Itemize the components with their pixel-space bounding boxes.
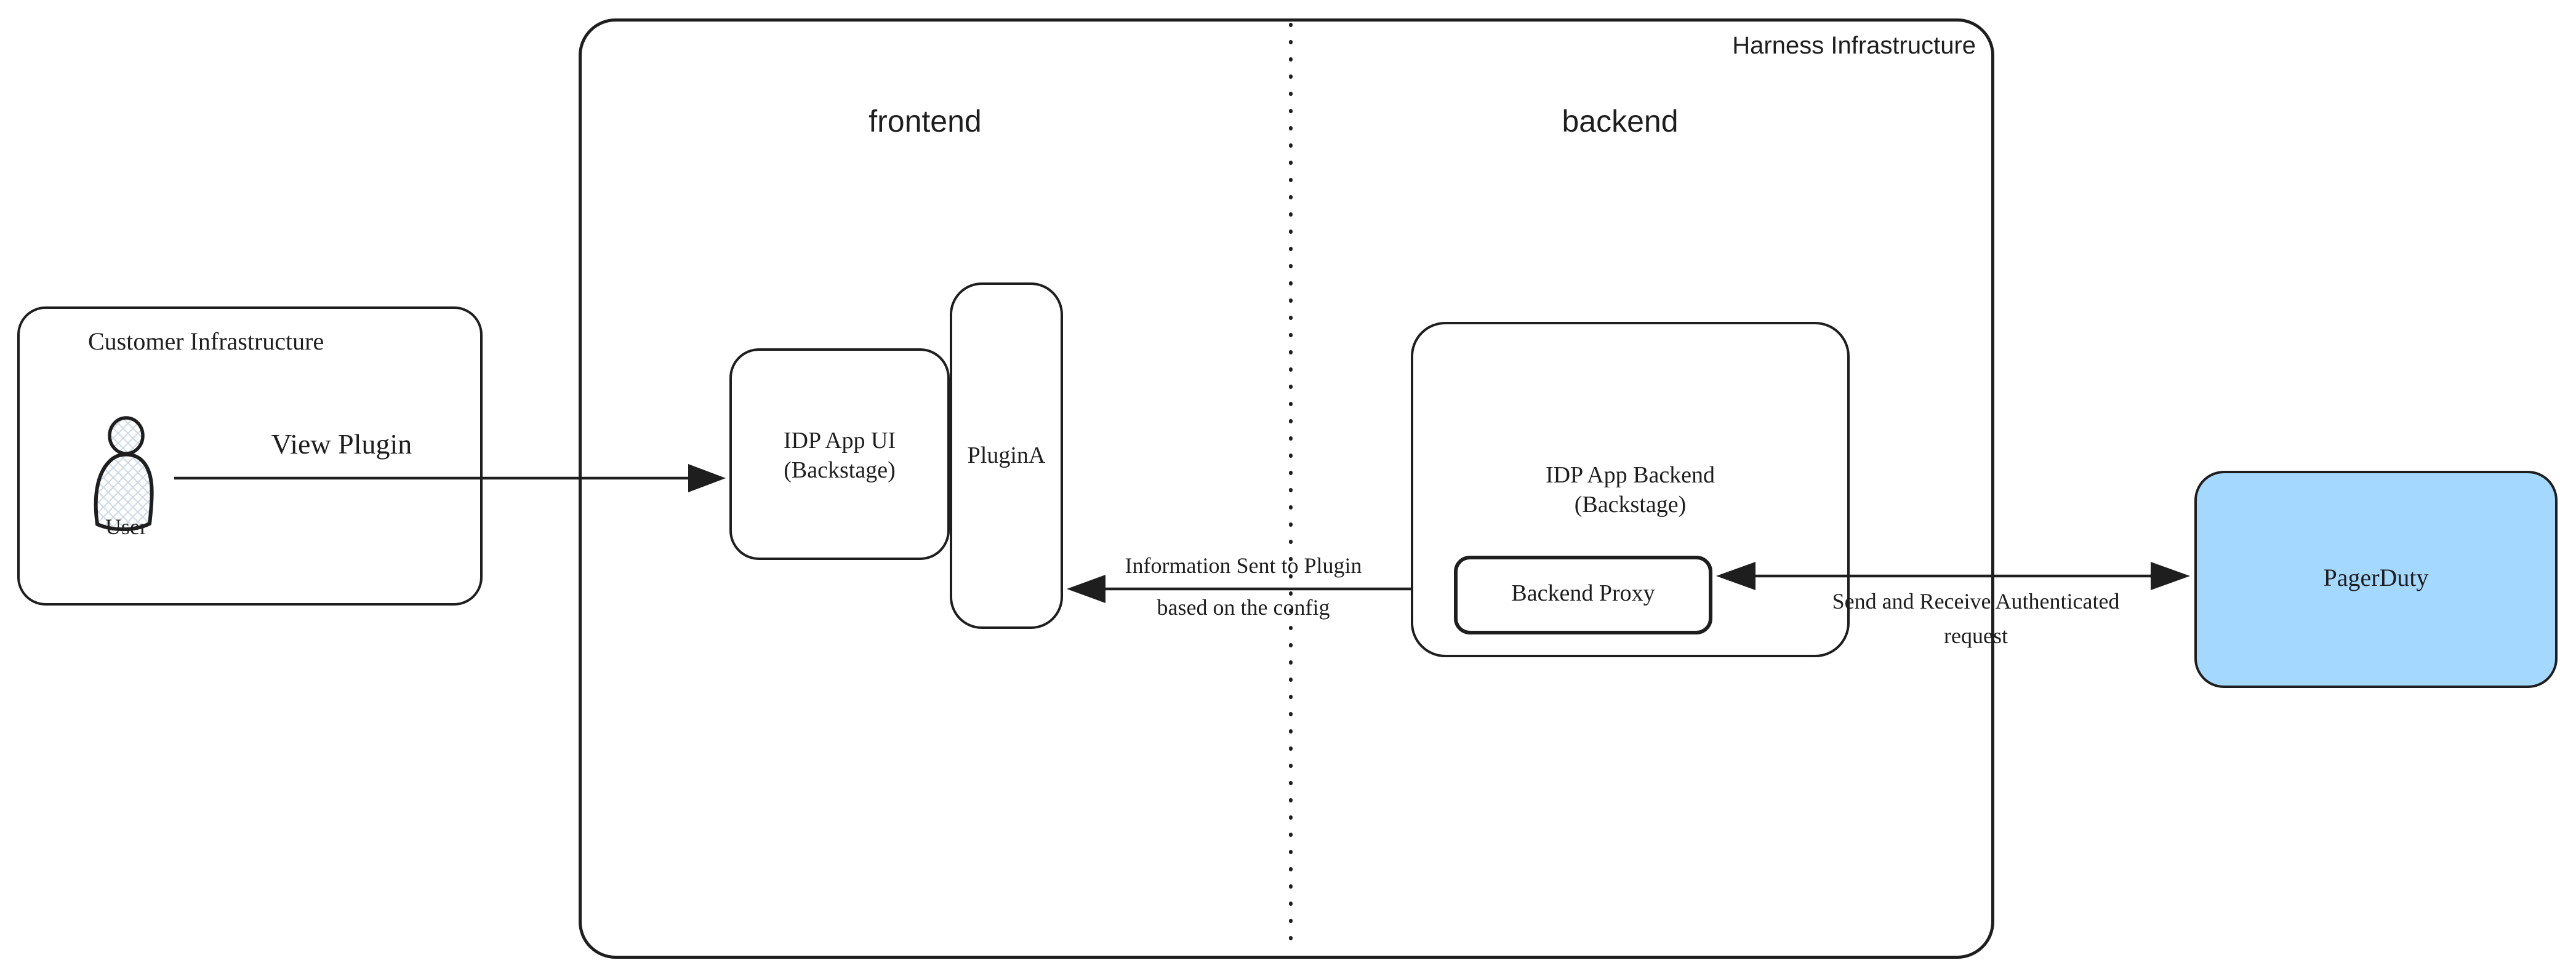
- view-plugin-edge-label: View Plugin: [271, 428, 412, 460]
- info-to-plugin-edge-label-line1: Information Sent to Plugin: [1125, 553, 1362, 578]
- customer-infrastructure-box: [17, 306, 483, 606]
- idp-app-ui-label-line2: (Backstage): [784, 457, 896, 483]
- frontend-label: frontend: [869, 104, 982, 138]
- backend-proxy-box: [1454, 556, 1712, 634]
- authenticated-edge-label-line2: request: [1944, 623, 2008, 648]
- backend-label: backend: [1562, 104, 1679, 138]
- harness-infrastructure-label: Harness Infrastructure: [1732, 32, 1976, 59]
- plugin-a-box: [950, 282, 1063, 629]
- idp-app-backend-box: [1411, 322, 1850, 657]
- idp-app-backend-label-line2: (Backstage): [1574, 492, 1687, 518]
- plugin-a-label: PluginA: [967, 442, 1046, 468]
- pagerduty-label: PagerDuty: [2323, 564, 2429, 591]
- authenticated-edge-label-line1: Send and Receive Authenticated: [1832, 589, 2120, 614]
- user-label: User: [105, 514, 147, 539]
- idp-app-backend-label-line1: IDP App Backend: [1545, 462, 1715, 488]
- customer-infrastructure-label: Customer Infrastructure: [88, 327, 324, 355]
- backend-proxy-label: Backend Proxy: [1511, 580, 1655, 606]
- idp-app-ui-box: [729, 348, 950, 560]
- pagerduty-box: [2194, 471, 2558, 688]
- idp-app-backend-label: IDP App Backend (Backstage): [1411, 460, 1850, 519]
- info-to-plugin-edge-label-line2: based on the config: [1157, 595, 1330, 620]
- idp-app-ui-label: IDP App UI (Backstage): [729, 426, 950, 485]
- idp-app-ui-label-line1: IDP App UI: [783, 428, 896, 454]
- harness-infrastructure-box: [579, 18, 1994, 959]
